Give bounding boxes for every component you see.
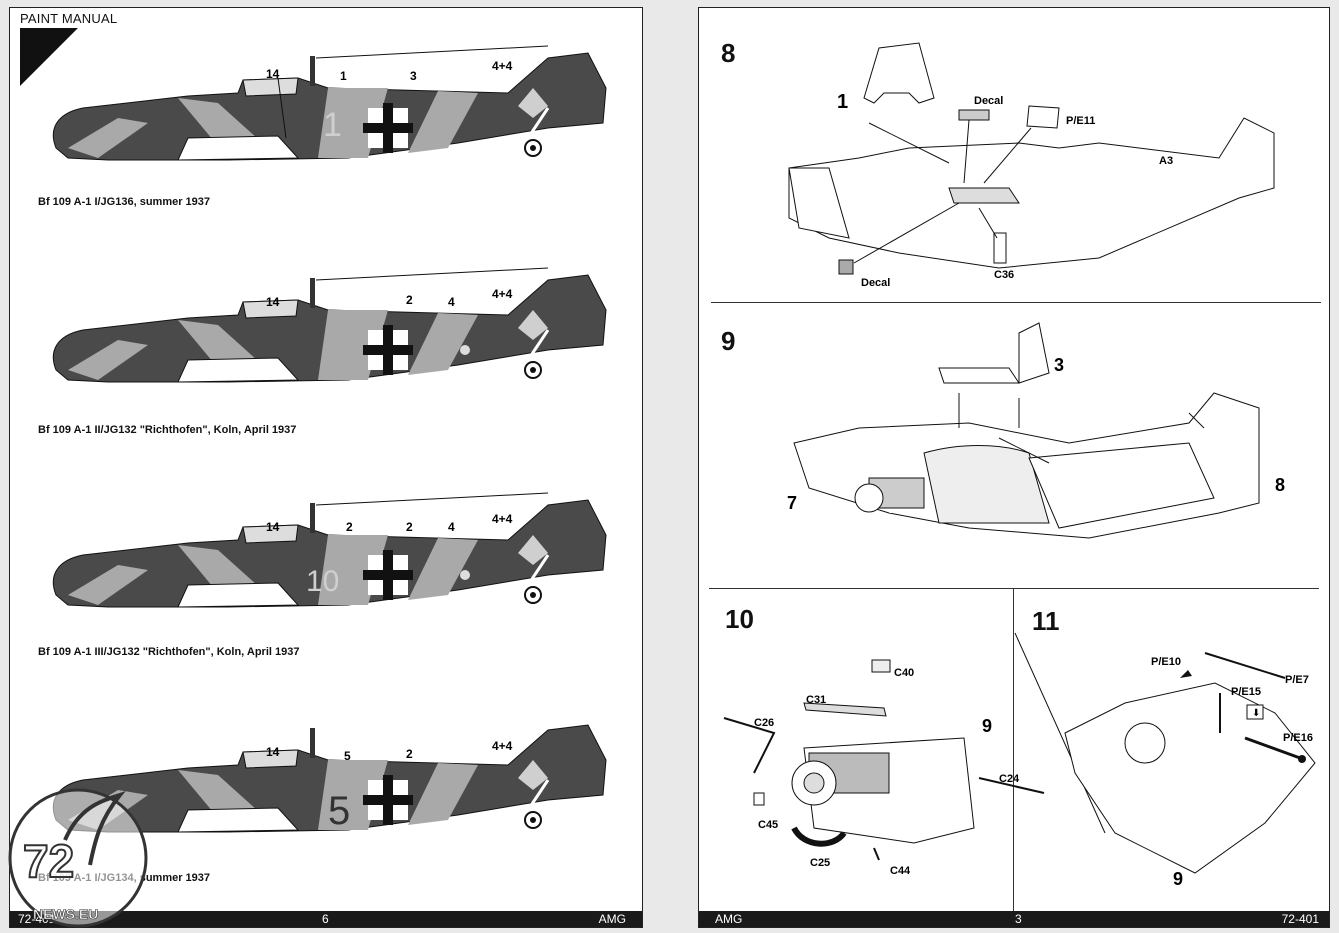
part-label: P/E11 [1066,115,1095,127]
fuselage-code: 1 [323,106,342,144]
footer-page-number: 6 [322,912,329,926]
callout-label: 2 [406,293,413,307]
part-label: 3 [1054,355,1064,375]
profile-caption: Bf 109 A-1 II/JG132 "Richthofen", Koln, … [38,424,297,436]
callout-label: 2 [406,520,413,534]
part-label: C31 [806,694,826,706]
divider [711,302,1321,303]
divider [709,588,1319,589]
callout-label: 4+4 [492,287,513,301]
part-label: 7 [787,493,797,513]
part-label: C36 [994,269,1014,281]
step-number: 9 [721,326,736,356]
footer-brand: AMG [598,912,626,926]
page-header: PAINT MANUAL [20,11,118,26]
footer-catalog-number: 72-401 [1281,912,1319,926]
part-label: 1 [837,91,848,113]
footer-page-number: 3 [1015,912,1022,926]
watermark-number: 72 [23,835,74,887]
left-page-paint-manual: PAINT MANUAL 1 14 1 3 4+4 Bf 109 [9,7,643,928]
callout-label: 14 [266,520,280,534]
part-label: C45 [758,819,778,831]
callout-label: 4+4 [492,512,513,526]
part-label: P/E15 [1231,686,1261,698]
part-label: Decal [974,95,1003,107]
step-number: 8 [721,38,736,68]
footer-brand: AMG [715,912,743,926]
aircraft-profile-1: 1 14 1 3 4+4 [52,45,607,161]
callout-label: 2 [346,520,353,534]
callout-label: 14 [266,67,280,81]
watermark-logo: 72 NEWS.EU [8,788,148,928]
part-label: 9 [982,716,992,736]
callout-label: 4+4 [492,739,513,753]
part-label: C40 [894,667,914,679]
part-label: P/E10 [1151,656,1181,668]
part-label: 8 [1275,475,1285,495]
watermark-text: NEWS.EU [33,906,98,922]
callout-label: 4 [448,295,455,309]
callout-label: 4 [448,520,455,534]
aircraft-profile-4: 5 14 5 2 4+4 [52,724,607,833]
callout-label: 2 [406,747,413,761]
right-page-footer: AMG 3 72-401 [699,911,1329,927]
step-10-diagram: C40 C31 9 C26 C24 C45 C25 C44 [723,659,1045,877]
profile-caption: Bf 109 A-1 III/JG132 "Richthofen", Koln,… [38,646,300,658]
right-page-assembly: 8 1 Decal P/E11 A3 C36 Decal 9 3 [698,7,1330,928]
part-label: C44 [890,865,911,877]
part-label: C26 [754,717,774,729]
part-label: P/E16 [1283,732,1313,744]
arrow-down-icon: ⬇ [1252,708,1260,719]
callout-label: 1 [340,69,347,83]
part-label: Decal [861,277,890,289]
profile-caption: Bf 109 A-1 I/JG136, summer 1937 [38,196,211,208]
callout-label: 5 [344,749,351,763]
part-label: C25 [810,857,830,869]
part-label: 9 [1173,869,1183,889]
aircraft-profile-2: 14 2 4 4+4 [52,267,607,383]
left-page-footer: 72-401 6 AMG [10,911,642,927]
plane-drawing: 1 14 1 3 4+4 [52,45,607,161]
fuselage-code: 5 [328,789,350,833]
step-8-diagram: 1 Decal P/E11 A3 C36 Decal [788,42,1275,289]
aircraft-profile-3: 10 14 2 2 4 4+4 [52,492,607,608]
fuselage-code: 10 [306,565,339,598]
callout-label: 3 [410,69,417,83]
part-label: C24 [999,773,1020,785]
callout-label: 4+4 [492,59,513,73]
step-9-diagram: 3 7 8 [787,322,1285,539]
part-label: P/E7 [1285,674,1309,686]
part-label: A3 [1159,155,1173,167]
corner-triangle-mark [20,28,78,86]
step-number: 10 [725,604,754,634]
callout-label: 14 [266,745,280,759]
callout-label: 14 [266,295,280,309]
step-11-diagram: ⬇ P/E10 P/E7 P/E15 P/E16 9 [1014,632,1316,889]
step-number: 11 [1032,606,1060,636]
divider [1013,588,1014,913]
